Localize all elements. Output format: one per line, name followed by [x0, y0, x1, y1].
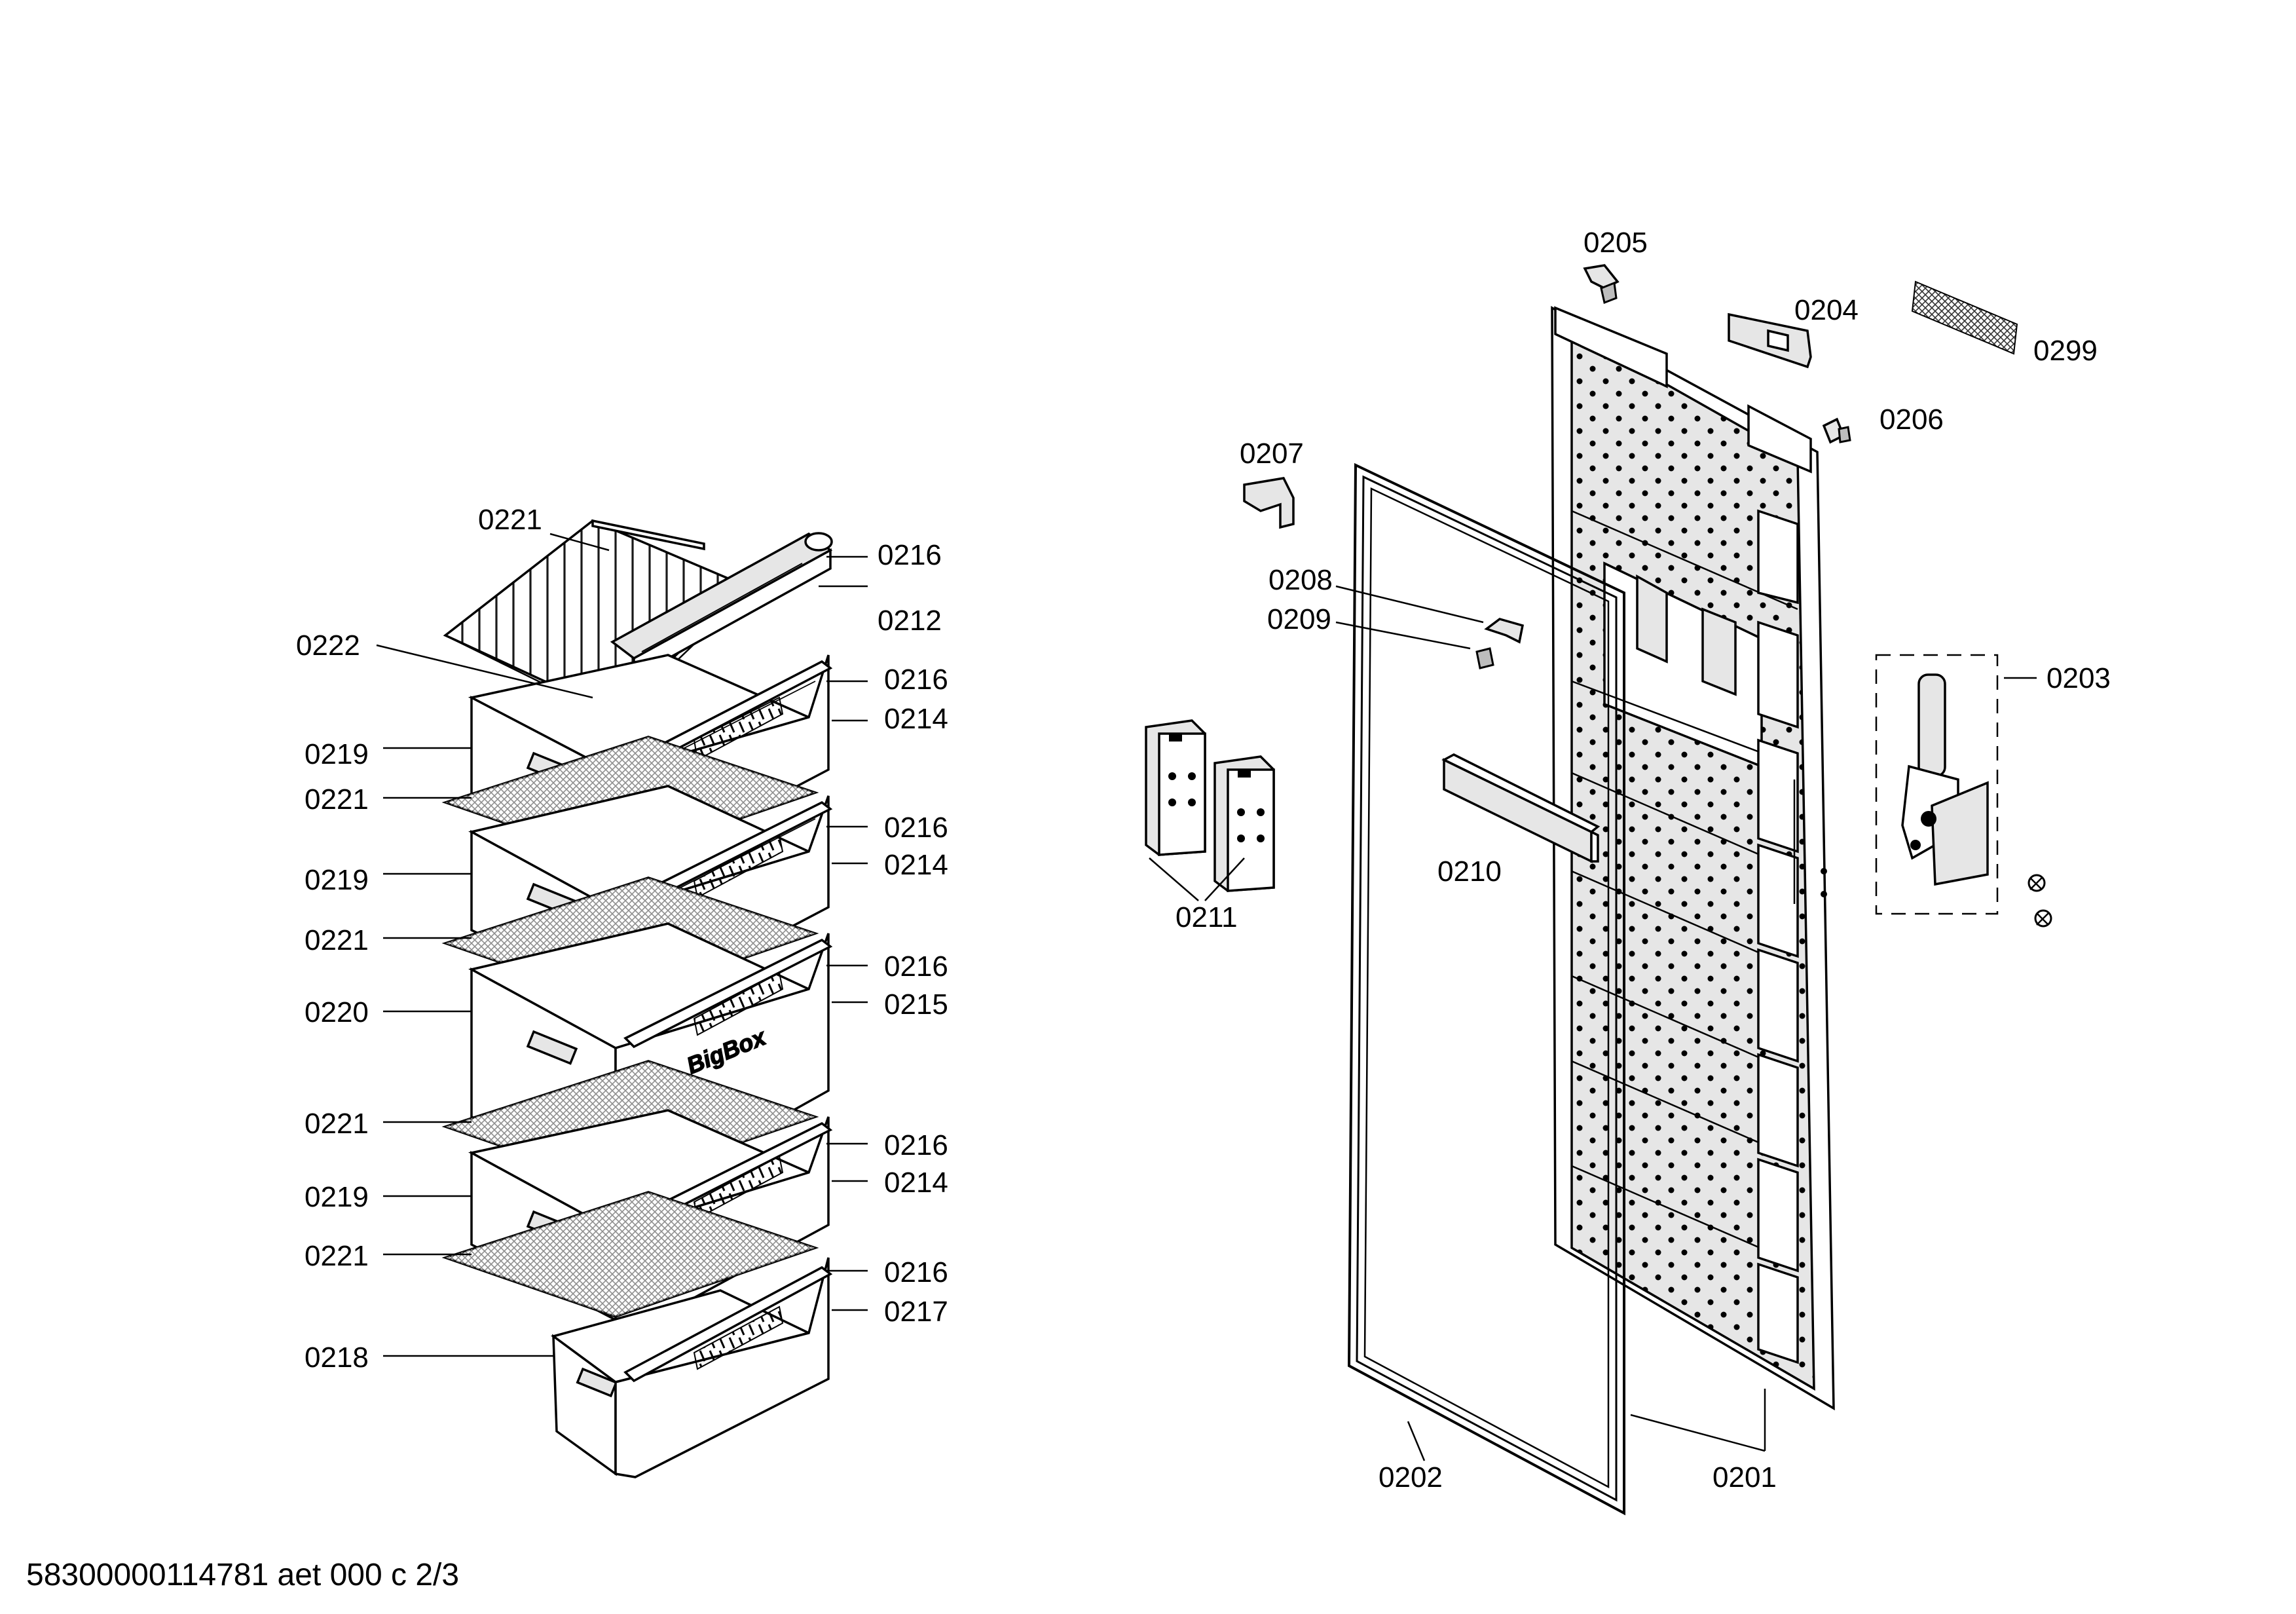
label-0221-e: 0221 — [305, 1240, 369, 1272]
top-cover-0204 — [1728, 312, 1812, 369]
label-0212: 0212 — [878, 605, 942, 637]
label-0299: 0299 — [2033, 335, 2098, 367]
label-0209: 0209 — [1267, 603, 1331, 635]
label-0216-c: 0216 — [884, 812, 948, 844]
label-0221-c: 0221 — [305, 924, 369, 956]
label-0222: 0222 — [296, 629, 360, 662]
handle-bar — [1441, 753, 1601, 863]
label-0211: 0211 — [1176, 901, 1238, 933]
rating-label-0299 — [1911, 280, 2018, 355]
label-0219-b: 0219 — [305, 864, 369, 896]
drawer-front-rail — [610, 532, 833, 679]
label-0214-a: 0214 — [884, 703, 948, 735]
label-0216-a: 0216 — [878, 539, 942, 571]
top-wire-shelf — [443, 519, 750, 721]
label-0206: 0206 — [1879, 404, 1944, 436]
label-0218: 0218 — [305, 1342, 369, 1374]
label-0216-f: 0216 — [884, 1256, 948, 1288]
door-clips — [1475, 618, 1525, 669]
label-0202: 0202 — [1379, 1461, 1443, 1493]
label-0214-b: 0214 — [884, 849, 948, 881]
door-gasket — [1347, 462, 1625, 1516]
door-bracket-0207 — [1243, 477, 1295, 529]
label-0201: 0201 — [1713, 1461, 1777, 1493]
wire-shelf-5 — [441, 1191, 819, 1318]
label-0221-d: 0221 — [305, 1108, 369, 1140]
label-0219-a: 0219 — [305, 738, 369, 770]
label-0219-c: 0219 — [305, 1181, 369, 1213]
hinge-0206 — [1822, 417, 1851, 444]
label-0221-top: 0221 — [478, 504, 542, 536]
label-0204: 0204 — [1794, 294, 1859, 326]
label-0216-d: 0216 — [884, 950, 948, 983]
part-labels: 0221 0216 0212 0222 0216 0214 0219 0221 … — [296, 227, 2111, 1493]
label-0207: 0207 — [1240, 438, 1304, 470]
label-0210: 0210 — [1437, 855, 1502, 888]
leader-lines-right — [1149, 585, 2037, 1461]
label-0208: 0208 — [1268, 564, 1333, 596]
drawer-stack-assembly: BigBox — [376, 519, 868, 1478]
ice-packs — [1145, 719, 1275, 892]
leader-lines-left — [376, 533, 868, 1357]
label-0215: 0215 — [884, 988, 948, 1021]
label-0216-e: 0216 — [884, 1129, 948, 1161]
label-0203: 0203 — [2046, 662, 2111, 694]
label-0205: 0205 — [1583, 227, 1648, 259]
label-0220: 0220 — [305, 996, 369, 1028]
hinge-assembly-0203 — [1875, 654, 2052, 928]
door-assembly — [1145, 264, 2052, 1516]
label-0216-b: 0216 — [884, 664, 948, 696]
hinge-clip-0205 — [1583, 264, 1620, 305]
label-0214-c: 0214 — [884, 1167, 948, 1199]
label-0217: 0217 — [884, 1296, 948, 1328]
label-0221-b: 0221 — [305, 783, 369, 816]
door-liner — [1551, 306, 1835, 1411]
document-id: 58300000114781 aet 000 c 2/3 — [26, 1558, 459, 1592]
bottom-drawer — [551, 1257, 833, 1478]
